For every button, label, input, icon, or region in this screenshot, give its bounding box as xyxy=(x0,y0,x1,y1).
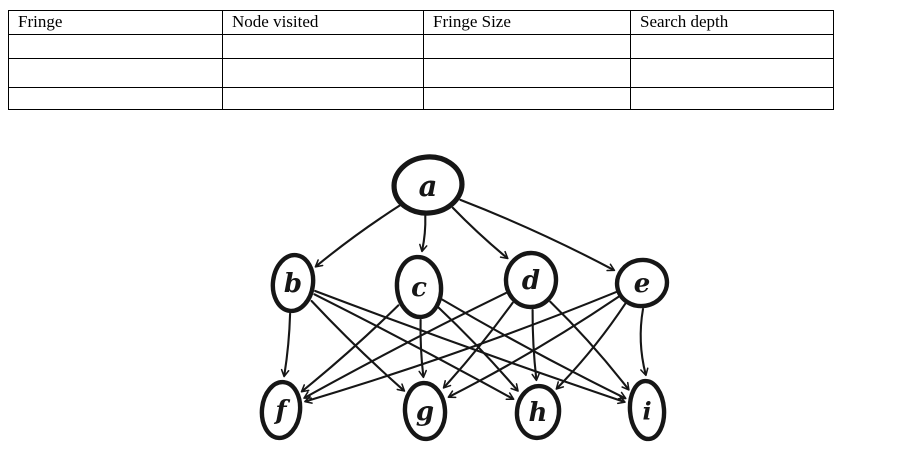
graph-node-i: i xyxy=(627,378,667,442)
graph-node-circle-d xyxy=(503,250,559,310)
graph-node-label-b: b xyxy=(284,269,302,299)
graph-edge-d-h xyxy=(531,308,541,382)
graph-edge-a-e xyxy=(459,198,616,272)
table-header-row: Fringe Node visited Fringe Size Search d… xyxy=(8,10,834,35)
graph-node-circle-a xyxy=(391,154,465,216)
graph-edge-a-d xyxy=(451,206,509,260)
graph-edges xyxy=(280,198,649,405)
graph-node-label-c: c xyxy=(411,273,427,303)
graph-edge-e-f xyxy=(304,291,617,404)
graph-edge-e-g xyxy=(447,295,620,399)
graph-node-e: e xyxy=(614,257,670,309)
graph-node-label-d: d xyxy=(522,266,540,296)
table-row xyxy=(8,87,834,110)
graph-node-label-a: a xyxy=(419,169,438,203)
graph-node-circle-h xyxy=(514,383,562,441)
table-header-node-visited: Node visited xyxy=(222,10,424,35)
graph-node-b: b xyxy=(270,252,316,314)
graph-edge-c-f xyxy=(300,304,400,393)
graph-edge-d-g xyxy=(442,301,514,389)
graph-node-label-f: f xyxy=(273,396,290,426)
table-cell-empty xyxy=(630,58,834,88)
graph-node-circle-g xyxy=(402,380,448,442)
graph-edge-b-h xyxy=(313,293,515,400)
graph-node-g: g xyxy=(402,380,448,442)
graph-edge-b-g xyxy=(310,299,406,392)
graph-node-circle-b xyxy=(270,252,316,314)
graph-node-label-i: i xyxy=(642,397,651,426)
table-row xyxy=(8,58,834,88)
graph-edge-a-b xyxy=(314,204,402,268)
graph-node-circle-e xyxy=(614,257,670,309)
graph-node-h: h xyxy=(514,383,562,441)
graph-edge-d-f xyxy=(303,292,507,399)
fringe-table: Fringe Node visited Fringe Size Search d… xyxy=(8,10,834,110)
graph-node-a: a xyxy=(391,154,465,216)
graph-node-circle-c xyxy=(394,254,444,320)
graph-edge-c-g xyxy=(418,318,427,379)
graph-edge-e-i xyxy=(639,307,649,377)
graph-nodes: a b c d e f g h i xyxy=(259,154,670,442)
graph-node-label-e: e xyxy=(634,269,651,299)
graph-node-c: c xyxy=(394,254,444,320)
table-cell-empty xyxy=(630,87,834,110)
graph-node-label-h: h xyxy=(529,398,548,428)
table-header-fringe: Fringe xyxy=(8,10,223,35)
graph-edge-d-i xyxy=(549,300,630,391)
graph-node-f: f xyxy=(259,379,303,441)
graph-edge-b-f xyxy=(280,312,292,378)
table-header-search-depth: Search depth xyxy=(630,10,834,35)
graph-node-circle-f xyxy=(259,379,303,441)
graph-node-d: d xyxy=(503,250,559,310)
graph-node-label-g: g xyxy=(416,397,434,427)
graph-edge-e-h xyxy=(555,302,627,390)
graph-node-circle-i xyxy=(627,378,667,442)
graph-edge-a-c xyxy=(419,214,428,253)
